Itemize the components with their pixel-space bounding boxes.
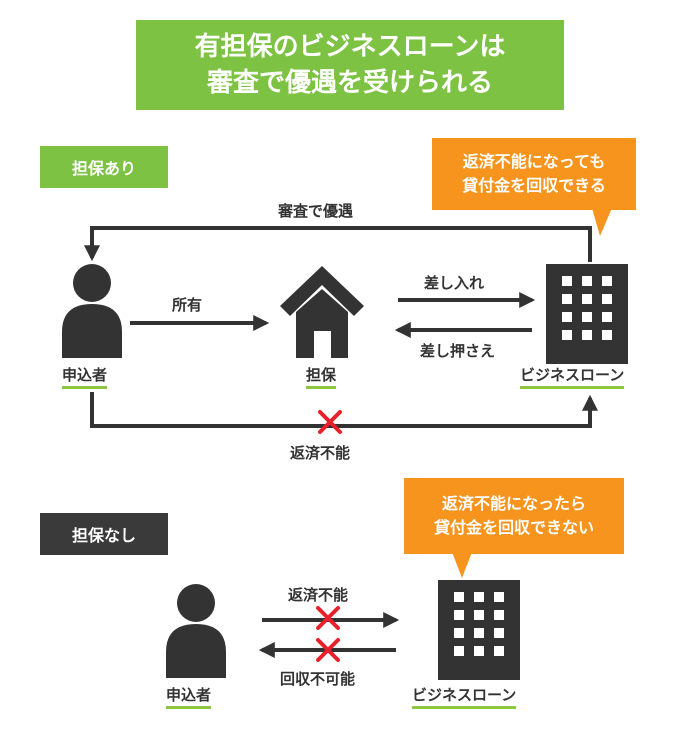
secured-callout-line-1: 返済不能になっても (462, 152, 606, 171)
lender-label: ビジネスローン (412, 684, 517, 709)
house-icon (280, 266, 364, 358)
default-arrow (90, 392, 598, 428)
unrecoverable-label: 回収不可能 (280, 670, 356, 688)
applicant-label: 申込者 (62, 364, 108, 389)
secured-callout: 返済不能になっても 貸付金を回収できる (432, 138, 636, 210)
callout-pointer (592, 208, 612, 236)
cross-mark-icon (316, 638, 340, 662)
callout-pointer (452, 552, 472, 578)
preferential-review-label: 審査で優遇 (278, 202, 354, 220)
unsecured-callout-line-2: 貸付金を回収できない (433, 518, 594, 537)
pledge-label: 差し入れ (424, 274, 485, 292)
title-line-1: 有担保のビジネスローンは (194, 32, 506, 62)
default-label: 返済不能 (290, 444, 351, 462)
cross-mark-icon (318, 410, 342, 434)
building-icon (438, 580, 520, 680)
applicant-person-icon (62, 264, 122, 358)
applicant-label: 申込者 (166, 684, 212, 709)
secured-tag: 担保あり (40, 146, 168, 188)
lender-label: ビジネスローン (520, 364, 625, 389)
applicant-person-icon (166, 584, 226, 678)
own-label: 所有 (172, 296, 203, 314)
title-banner: 有担保のビジネスローンは 審査で優遇を受けられる (136, 20, 564, 110)
building-icon (546, 264, 628, 364)
unsecured-callout: 返済不能になったら 貸付金を回収できない (404, 478, 624, 554)
secured-callout-line-2: 貸付金を回収できる (462, 176, 606, 195)
cross-mark-icon (316, 606, 340, 630)
unsecured-tag: 担保なし (40, 513, 168, 555)
unsecured-callout-line-1: 返済不能になったら (441, 494, 586, 513)
repayment-default-label: 返済不能 (288, 586, 349, 604)
title-line-2: 審査で優遇を受けられる (206, 68, 493, 98)
preferential-review-arrow (84, 226, 592, 262)
collateral-label: 担保 (306, 364, 337, 389)
seize-label: 差し押さえ (420, 342, 496, 360)
